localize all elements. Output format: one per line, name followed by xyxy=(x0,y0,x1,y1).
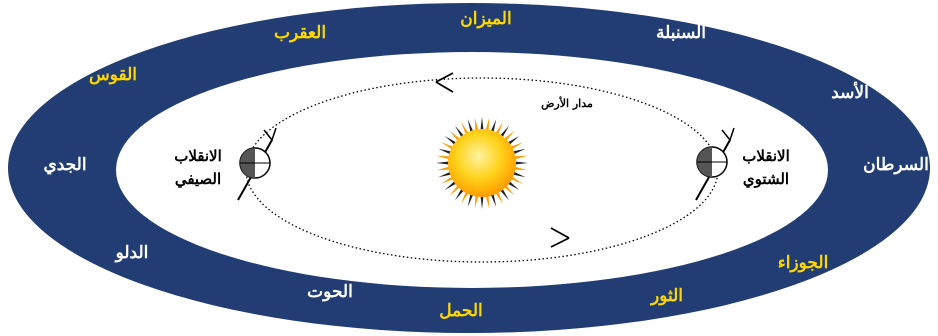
orbit-label: مدار الأرض xyxy=(541,96,593,110)
summer-solstice-line1: الانقلاب xyxy=(174,147,222,165)
sign-saratan: السرطان xyxy=(863,155,929,175)
sign-hoot: الحوت xyxy=(307,282,353,302)
winter-solstice-line1: الانقلاب xyxy=(742,147,790,165)
sign-dalw: الدلو xyxy=(114,243,149,263)
sign-jady: الجدي xyxy=(43,155,86,175)
sign-thawr: الثور xyxy=(649,286,683,306)
sign-qaws: القوس xyxy=(89,65,137,85)
summer-solstice-line2: الصيفي xyxy=(175,170,221,189)
sun-icon xyxy=(436,117,528,209)
sign-sunbula: السنبلة xyxy=(656,23,706,43)
sign-asad: الأسد xyxy=(831,81,869,103)
sign-mizan: الميزان xyxy=(460,9,511,29)
winter-solstice-line2: الشتوي xyxy=(743,170,789,189)
sign-aqrab: العقرب xyxy=(274,23,326,43)
sign-jawza: الجوزاء xyxy=(778,253,829,273)
sign-hamal: الحمل xyxy=(439,301,483,321)
